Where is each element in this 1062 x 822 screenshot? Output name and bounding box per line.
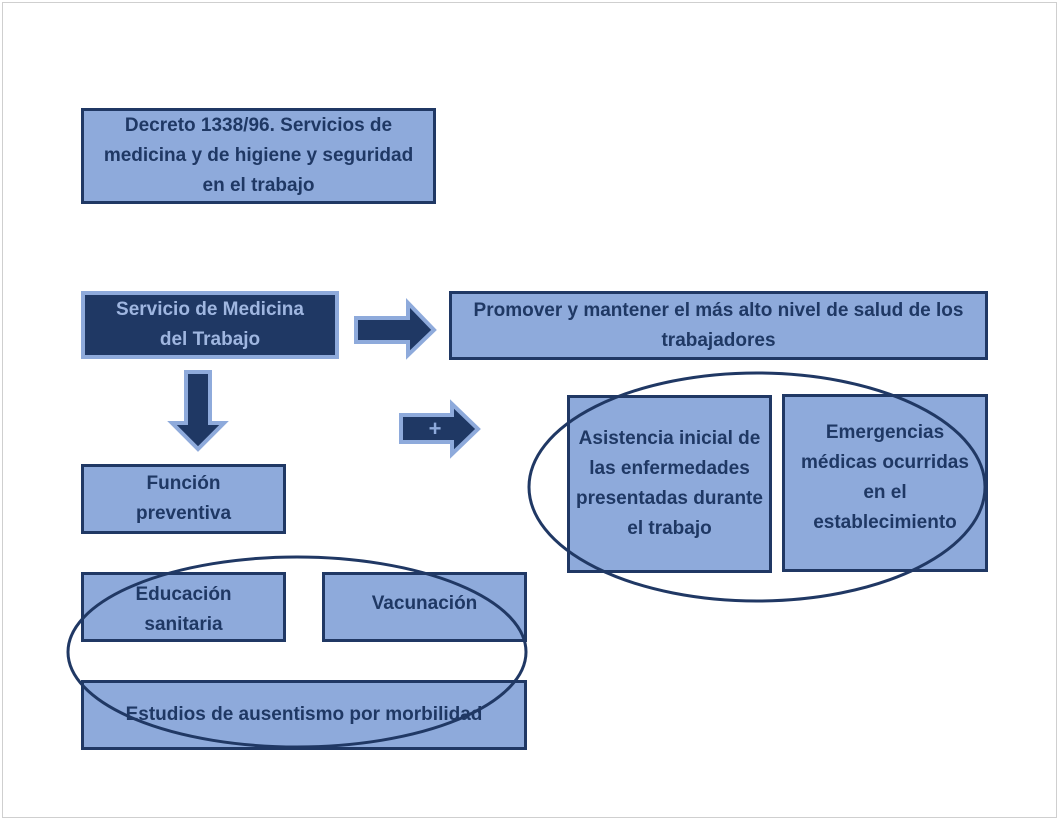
education-text: Educación sanitaria: [135, 584, 232, 635]
preventive-function-text: Función preventiva: [135, 473, 232, 524]
emergencies-box: Emergencias médicas ocurridas en el esta…: [782, 394, 988, 572]
education-box: Educación sanitaria: [81, 572, 286, 642]
vaccination-box: Vacunación: [322, 572, 527, 642]
preventive-function-box: Función preventiva: [81, 464, 286, 534]
emergencies-text: Emergencias médicas ocurridas en el esta…: [801, 422, 969, 533]
absenteeism-text: Estudios de ausentismo por morbilidad: [125, 704, 483, 725]
goal-text: Promover y mantener el más alto nivel de…: [473, 299, 964, 351]
decree-box: Decreto 1338/96. Servicios de medicina y…: [81, 108, 436, 204]
absenteeism-box: Estudios de ausentismo por morbilidad: [81, 680, 527, 750]
initial-assistance-box: Asistencia inicial de las enfermedades p…: [567, 395, 772, 573]
initial-assistance-text: Asistencia inicial de las enfermedades p…: [576, 428, 763, 539]
decree-text: Decreto 1338/96. Servicios de medicina y…: [103, 115, 414, 196]
vaccination-text: Vacunación: [371, 593, 478, 614]
goal-box: Promover y mantener el más alto nivel de…: [449, 291, 988, 360]
service-box: Servicio de Medicina del Trabajo: [81, 291, 339, 359]
service-text: Servicio de Medicina del Trabajo: [116, 299, 304, 350]
